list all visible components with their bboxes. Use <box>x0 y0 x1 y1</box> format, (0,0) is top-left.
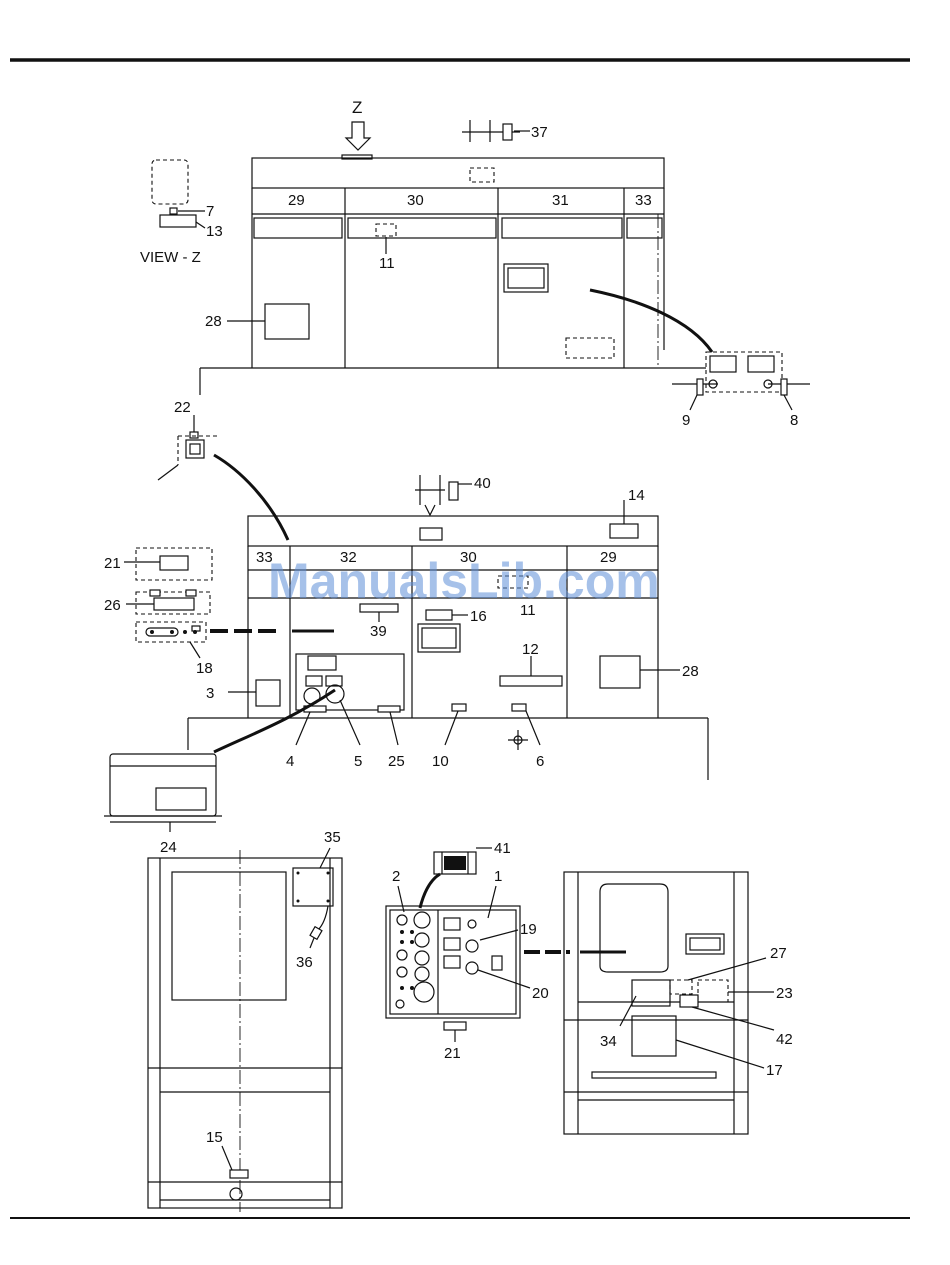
callout-42: 42 <box>776 1031 793 1048</box>
watermark: ManualsLib.com <box>268 553 660 609</box>
unit-24 <box>104 754 222 832</box>
callout-3: 3 <box>206 685 214 702</box>
callout-30-top: 30 <box>407 192 424 209</box>
callout-12: 12 <box>522 641 539 658</box>
callout-8: 8 <box>790 412 798 429</box>
callout-14: 14 <box>628 487 645 504</box>
callout-9: 9 <box>682 412 690 429</box>
callout-22: 22 <box>174 399 191 416</box>
callout-17: 17 <box>766 1062 783 1079</box>
callout-18: 18 <box>196 660 213 677</box>
callout-23: 23 <box>776 985 793 1002</box>
callout-29-top: 29 <box>288 192 305 209</box>
bottom-right-cabinet: 27 23 42 17 34 <box>564 872 793 1134</box>
callout-25: 25 <box>388 753 405 770</box>
view-z-label: VIEW - Z <box>140 249 201 266</box>
arrow-z-label: Z <box>352 98 362 117</box>
callout-40: 40 <box>474 475 491 492</box>
callout-5: 5 <box>354 753 362 770</box>
callout-35: 35 <box>324 829 341 846</box>
view-z-arrow <box>346 122 370 150</box>
callout-21-mid: 21 <box>104 555 121 572</box>
callout-28-top: 28 <box>205 313 222 330</box>
middle-cabinet: 40 14 33 32 30 29 11 39 16 12 <box>188 475 708 780</box>
callout-24: 24 <box>160 839 177 856</box>
callout-7: 7 <box>206 203 214 220</box>
callout-28-mid: 28 <box>682 663 699 680</box>
callout-27: 27 <box>770 945 787 962</box>
unit-8-9 <box>672 352 810 410</box>
callout-19: 19 <box>520 921 537 938</box>
callout-33-top: 33 <box>635 192 652 209</box>
callout-41: 41 <box>494 840 511 857</box>
callout-39: 39 <box>370 623 387 640</box>
callout-4: 4 <box>286 753 294 770</box>
bottom-left-cabinet: 15 35 36 <box>148 829 342 1212</box>
callout-1: 1 <box>494 868 502 885</box>
view-z-detail: 7 13 VIEW - Z <box>140 160 223 266</box>
callout-37: 37 <box>531 124 548 141</box>
callout-6: 6 <box>536 753 544 770</box>
top-cabinet: Z 37 29 30 <box>200 98 810 429</box>
callout-36: 36 <box>296 954 313 971</box>
unit-22 <box>158 415 288 540</box>
callout-26: 26 <box>104 597 121 614</box>
callout-15: 15 <box>206 1129 223 1146</box>
callout-31: 31 <box>552 192 569 209</box>
callout-20: 20 <box>532 985 549 1002</box>
fitting-37 <box>462 120 530 142</box>
callout-11-top: 11 <box>379 255 395 272</box>
callout-2: 2 <box>392 868 400 885</box>
control-box: 41 2 1 19 20 2 <box>386 840 626 1062</box>
callout-16: 16 <box>470 608 487 625</box>
callout-10: 10 <box>432 753 449 770</box>
callout-21-bottom: 21 <box>444 1045 461 1062</box>
callout-34: 34 <box>600 1033 617 1050</box>
left-details: 21 26 18 <box>104 548 213 677</box>
callout-13: 13 <box>206 223 223 240</box>
